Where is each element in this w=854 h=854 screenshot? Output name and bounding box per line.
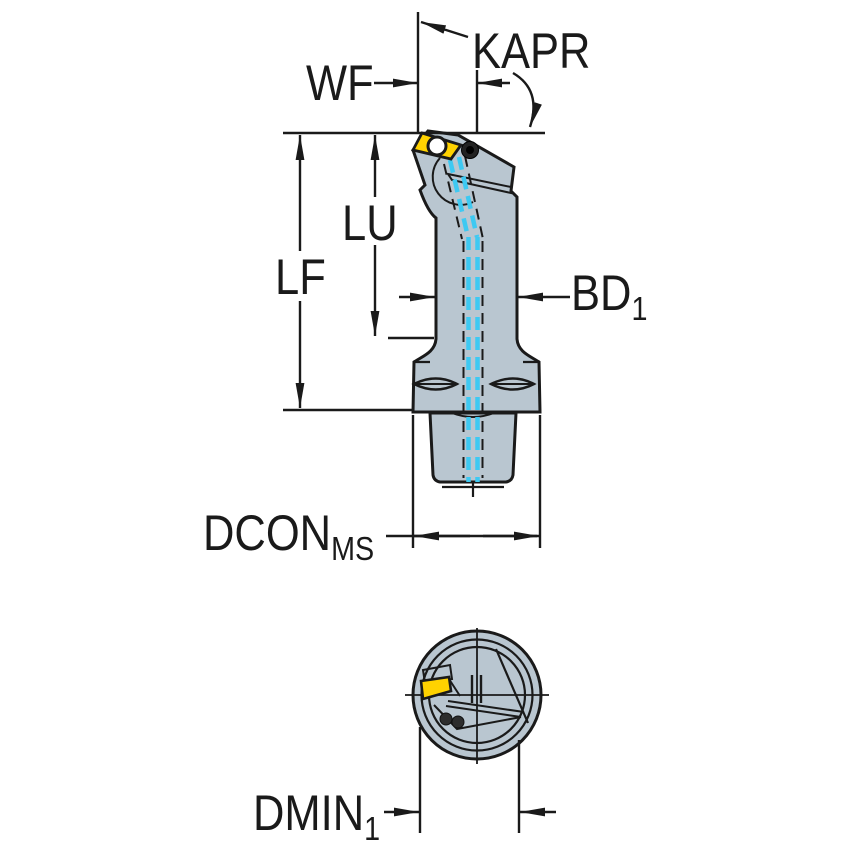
lu-label: LU xyxy=(342,198,398,248)
pocket-shelf-lines xyxy=(445,700,525,718)
dcon-label: DCONMS xyxy=(203,508,374,565)
bd1-label: BD1 xyxy=(571,268,647,325)
kapr-leader-arrow xyxy=(420,20,469,39)
centerline-dashes-upper xyxy=(443,155,484,240)
wf-label-text: WF xyxy=(306,55,374,111)
dcon-label-base: DCON xyxy=(203,505,332,561)
tool-body xyxy=(411,129,542,414)
end-view-dimensions xyxy=(384,727,556,833)
clamp-wedge xyxy=(445,172,512,195)
dmin-extension-lines xyxy=(418,727,521,833)
center-boss-lines xyxy=(470,675,483,703)
pocket-arc xyxy=(431,157,474,206)
lf-label: LF xyxy=(275,252,326,302)
pocket-v-lines xyxy=(433,704,522,731)
dmin1-label-base: DMIN xyxy=(253,785,365,841)
clamp-screw-center xyxy=(466,146,474,154)
flange-slot-right xyxy=(488,377,537,391)
coupling-shank xyxy=(428,411,518,484)
end-view xyxy=(384,628,556,833)
wf-label: WF xyxy=(306,58,374,108)
centerline-dashes-lower xyxy=(462,241,484,478)
lu-label-text: LU xyxy=(342,195,398,251)
coolant-channel-lower xyxy=(466,237,480,482)
side-view-dimensions xyxy=(283,12,570,548)
dcon-extension-lines xyxy=(411,415,542,548)
insert-end-view xyxy=(419,675,453,701)
kapr-label: KAPR xyxy=(472,26,590,76)
dcon-label-sub: MS xyxy=(331,529,375,567)
dmin1-label: DMIN1 xyxy=(253,788,380,845)
kapr-angle-arc xyxy=(512,71,542,128)
lf-label-text: LF xyxy=(275,249,326,305)
bd1-label-sub: 1 xyxy=(631,289,648,327)
bd1-label-base: BD xyxy=(571,265,632,321)
screw-head-right xyxy=(451,715,465,729)
head-chord-line xyxy=(494,648,530,724)
coolant-channel-upper xyxy=(447,156,480,238)
coolant-centerline xyxy=(443,155,484,497)
screw-head-left xyxy=(439,712,453,726)
insert-hole xyxy=(426,135,448,157)
shank-neck-arc xyxy=(451,412,495,418)
kapr-label-text: KAPR xyxy=(472,23,591,79)
flange-slot-left xyxy=(411,377,460,391)
side-view xyxy=(283,12,570,548)
dmin1-label-sub: 1 xyxy=(364,809,381,847)
